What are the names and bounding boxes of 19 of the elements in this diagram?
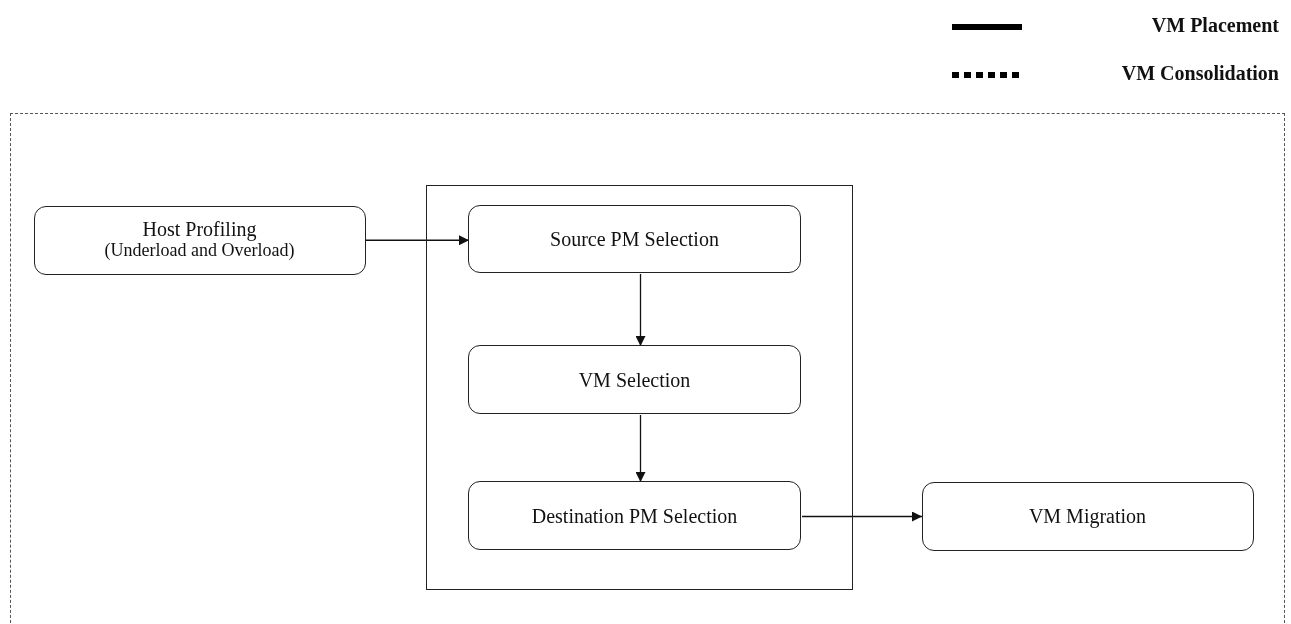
node-title: VM Migration bbox=[1028, 505, 1147, 527]
process-box bbox=[921, 481, 1254, 551]
group-frame bbox=[425, 184, 853, 590]
arrow bbox=[801, 511, 923, 522]
arrow bbox=[635, 414, 646, 483]
legend-label: VM Consolidation bbox=[1121, 62, 1279, 85]
dashed-boundary bbox=[10, 113, 1285, 624]
process-box bbox=[33, 205, 366, 275]
arrow bbox=[365, 235, 470, 246]
process-box bbox=[468, 345, 801, 414]
node-subtitle: (Underload and Overload) bbox=[104, 240, 295, 262]
legend-label: VM Placement bbox=[1151, 14, 1279, 37]
process-box bbox=[468, 205, 801, 273]
arrow bbox=[635, 273, 646, 347]
node-title: Source PM Selection bbox=[550, 228, 719, 250]
node-title: Host Profiling bbox=[142, 218, 257, 241]
node-title: VM Selection bbox=[578, 368, 691, 391]
process-box bbox=[468, 481, 801, 550]
node-title: Destination PM Selection bbox=[531, 504, 738, 527]
